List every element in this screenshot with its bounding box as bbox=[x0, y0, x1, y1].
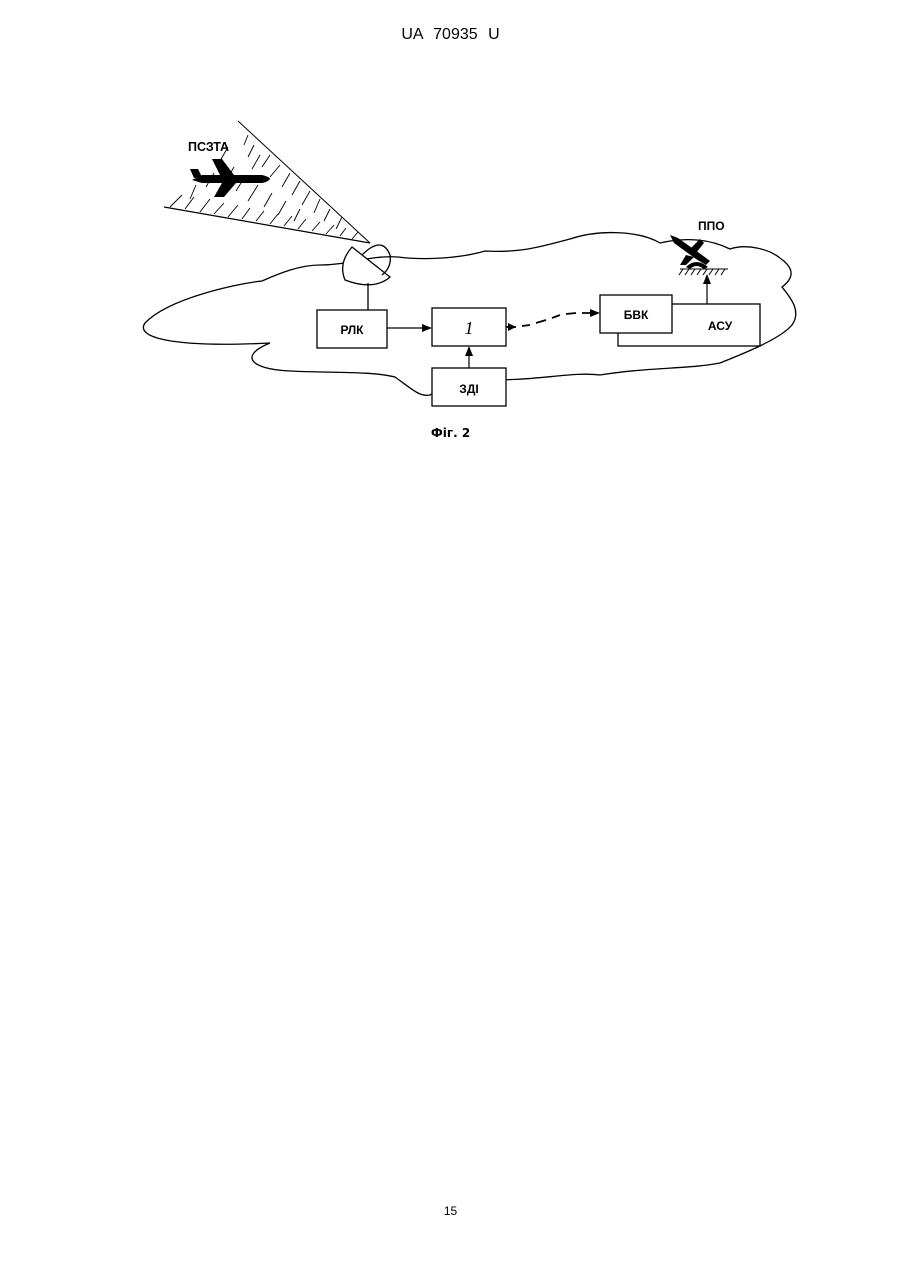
page-number: 15 bbox=[0, 1204, 901, 1218]
control-block-label: АСУ bbox=[708, 319, 733, 333]
figure-2-diagram: ПСЗТА РЛК 1 ЗДІ БВК АСУ bbox=[130, 115, 820, 450]
figure-caption: Фіг. 2 bbox=[0, 426, 901, 440]
patent-header: UA 70935 U bbox=[0, 26, 901, 44]
radar-block-label: РЛК bbox=[341, 323, 365, 337]
block-1-label: 1 bbox=[465, 318, 474, 338]
interface-block-label: БВК bbox=[624, 308, 649, 322]
target-label: ПСЗТА bbox=[188, 140, 229, 154]
source-block-label: ЗДІ bbox=[459, 382, 478, 396]
ground-hatch bbox=[679, 269, 728, 275]
target-aircraft-icon bbox=[190, 159, 270, 197]
radar-dish-icon bbox=[343, 245, 391, 310]
defense-label: ППО bbox=[698, 219, 725, 233]
